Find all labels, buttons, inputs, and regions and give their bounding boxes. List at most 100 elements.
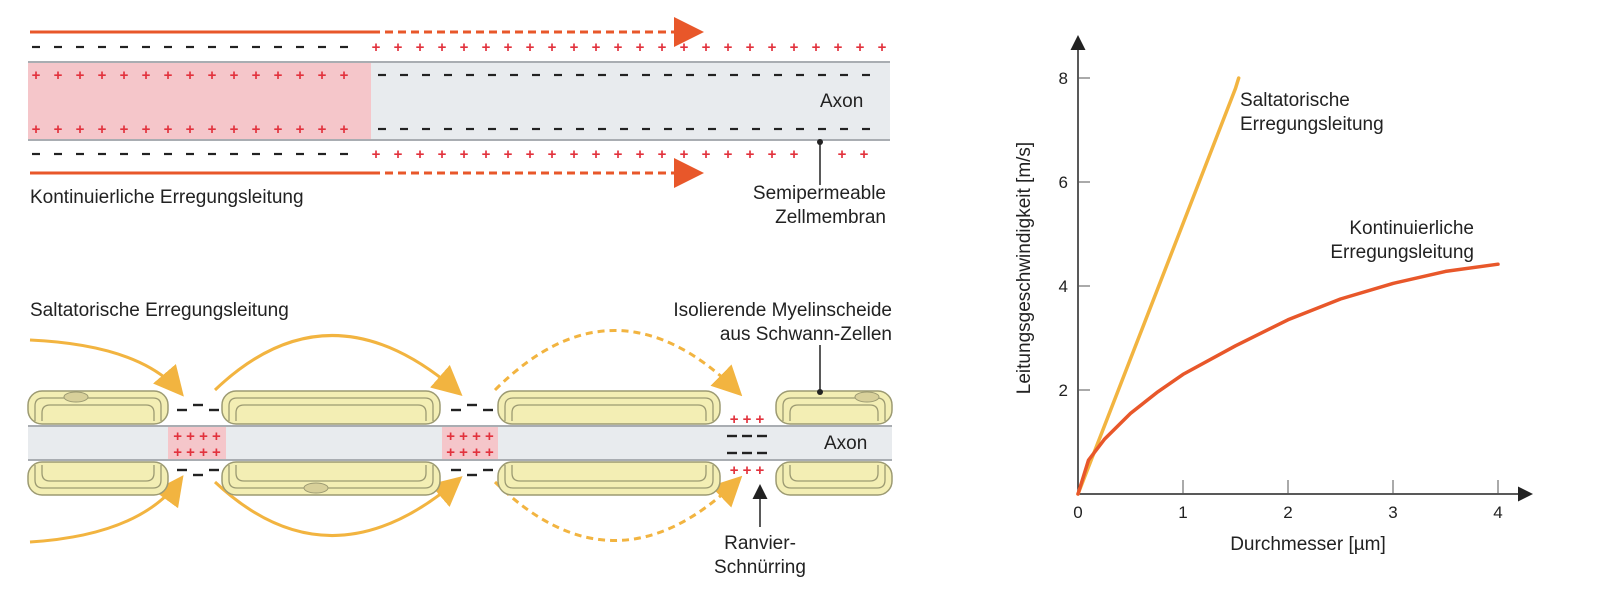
plus-sign: + (296, 67, 305, 84)
current-arc-1-top (29, 338, 184, 397)
myelin-label-line1: Isolierende Myelinscheide (673, 300, 892, 321)
plus-sign: + (592, 39, 601, 56)
plus-sign: + (834, 39, 843, 56)
plus-sign: + (208, 121, 217, 138)
plus-sign: + (482, 146, 491, 163)
node-label-line2: Schnürring (714, 557, 806, 578)
myelin-sheaths (27, 390, 893, 496)
current-arc-3-top (493, 329, 743, 397)
series-label-continuous-2: Erregungsleitung (1330, 242, 1474, 263)
plus-sign: + (658, 39, 667, 56)
y-axis-label: Leitungsgeschwindigkeit [m/s] (1014, 142, 1035, 394)
node-charge-signs: + + + ++ + + ++ + + ++ + + ++ + ++ + + (173, 403, 767, 479)
plus-sign: + (812, 39, 821, 56)
plus-sign: + (98, 67, 107, 84)
plus-sign: + (76, 121, 85, 138)
plus-sign: + (548, 39, 557, 56)
plus-sign: + (680, 146, 689, 163)
current-arc-3-bottom (493, 475, 743, 542)
plus-group: + + + (730, 411, 765, 428)
membrane-label-line2: Zellmembran (775, 207, 886, 228)
plus-sign: + (614, 146, 623, 163)
plus-sign: + (252, 121, 261, 138)
schwann-cell (497, 390, 721, 425)
plus-sign: + (120, 67, 129, 84)
x-tick-label: 1 (1178, 503, 1187, 522)
plus-sign: + (230, 67, 239, 84)
series-label-continuous-1: Kontinuierliche (1349, 218, 1474, 239)
current-arc-1-bottom (29, 475, 184, 544)
plus-group: + + + + (173, 444, 221, 461)
plus-sign: + (702, 39, 711, 56)
plus-sign: + (438, 146, 447, 163)
plus-sign: + (680, 39, 689, 56)
y-tick-label: 8 (1059, 69, 1068, 88)
plus-sign: + (142, 121, 151, 138)
schwann-cell (497, 461, 721, 496)
y-tick-label: 6 (1059, 173, 1068, 192)
plus-sign: + (592, 146, 601, 163)
membrane-pointer-dot (817, 139, 823, 145)
schwann-cell (221, 461, 441, 496)
plus-sign: + (860, 146, 869, 163)
y-tick-label: 4 (1059, 277, 1068, 296)
node-depolarized-1 (168, 427, 226, 459)
plus-sign: + (164, 121, 173, 138)
schwann-nucleus (63, 391, 89, 403)
plus-sign: + (790, 146, 799, 163)
series-label-saltatory-1: Saltatorische (1240, 90, 1350, 111)
plus-sign: + (318, 67, 327, 84)
plus-sign: + (274, 121, 283, 138)
plus-sign: + (636, 39, 645, 56)
plus-sign: + (658, 146, 667, 163)
x-tick-label: 2 (1283, 503, 1292, 522)
plus-sign: + (702, 146, 711, 163)
plus-sign: + (394, 39, 403, 56)
plus-sign: + (230, 121, 239, 138)
continuous-caption: Kontinuierliche Erregungsleitung (30, 187, 304, 208)
plus-sign: + (340, 121, 349, 138)
schwann-cell (775, 461, 893, 496)
plus-sign: + (724, 39, 733, 56)
myelin-pointer-dot (817, 389, 823, 395)
plus-sign: + (856, 39, 865, 56)
plus-sign: + (120, 121, 129, 138)
plus-sign: + (636, 146, 645, 163)
node-label-line1: Ranvier- (724, 533, 796, 554)
depolarized-region (28, 62, 371, 140)
x-tick-label: 4 (1493, 503, 1502, 522)
plus-sign: + (790, 39, 799, 56)
saltatory-conduction-diagram: Saltatorische Erregungsleitung Isolieren… (27, 300, 893, 578)
plus-sign: + (54, 121, 63, 138)
myelin-label-line2: aus Schwann-Zellen (720, 324, 892, 345)
current-arc-2-bottom (213, 476, 463, 537)
plus-sign: + (526, 39, 535, 56)
plus-group: + + + + (173, 428, 221, 445)
plus-sign: + (504, 39, 513, 56)
membrane-label-line1: Semipermeable (753, 183, 886, 204)
plus-group: + + + + (446, 444, 494, 461)
current-arc-2-top (213, 334, 463, 396)
continuous-series-line (1076, 262, 1500, 496)
plus-sign: + (372, 39, 381, 56)
plus-group: + + + + (446, 428, 494, 445)
axon-label-bottom: Axon (824, 433, 867, 454)
plus-sign: + (340, 67, 349, 84)
plus-sign: + (394, 146, 403, 163)
schwann-cell (27, 390, 169, 425)
x-tick-label: 0 (1073, 503, 1082, 522)
plus-sign: + (768, 146, 777, 163)
continuous-conduction-diagram: + + + + + + + + + + + + + + + + + + + + + + + + + + + + + + + + + + + + + + + +… (28, 17, 890, 228)
plus-sign: + (208, 67, 217, 84)
saltatory-caption: Saltatorische Erregungsleitung (30, 300, 289, 321)
plus-sign: + (570, 39, 579, 56)
plus-sign: + (746, 146, 755, 163)
plus-sign: + (438, 39, 447, 56)
plus-sign: + (460, 146, 469, 163)
series-label-saltatory-2: Erregungsleitung (1240, 114, 1384, 135)
plus-sign: + (570, 146, 579, 163)
